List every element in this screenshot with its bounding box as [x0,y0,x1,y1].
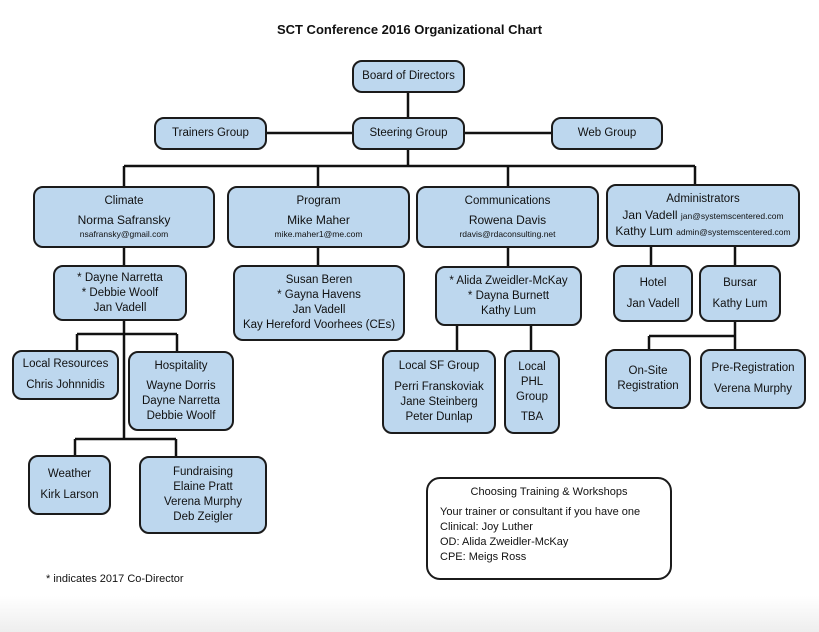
fundraising-member: Deb Zeigler [173,511,233,523]
weather-member: Kirk Larson [40,489,99,501]
climate-email[interactable]: nsafransky@gmail.com [79,229,169,239]
program-lead: Mike Maher [287,213,350,227]
program-team-member: * Gayna Havens [277,289,361,301]
bursar-header: Bursar [723,276,757,289]
climate-team-member: * Dayne Narretta [77,271,163,284]
climate-team-member: Jan Vadell [93,301,147,314]
local-sf-group-box[interactable]: Local SF Group Perri Franskoviak Jane St… [382,350,496,434]
fundraising-member: Verena Murphy [164,496,242,508]
board-label: Board of Directors [362,70,455,82]
weather-header: Weather [47,468,92,480]
program-email[interactable]: mike.maher1@me.com [274,229,363,239]
board-of-directors-box[interactable]: Board of Directors [352,60,465,93]
local-phl-header-line: Local [518,360,546,373]
admin-lead-2: Kathy Lum admin@systemscentered.com [615,224,790,240]
hotel-header: Hotel [639,276,667,289]
training-note-box: Choosing Training & Workshops Your train… [426,477,672,580]
communications-box[interactable]: Communications Rowena Davis rdavis@rdaco… [416,186,599,248]
chart-title: SCT Conference 2016 Organizational Chart [276,22,543,37]
program-team-member: Kay Hereford Voorhees (CEs) [242,319,396,331]
hospitality-member: Dayne Narretta [142,394,220,407]
communications-lead: Rowena Davis [468,213,547,227]
fundraising-member: Elaine Pratt [173,481,233,493]
climate-team-member: * Debbie Woolf [81,286,159,299]
training-note-line: OD: Alida Zweidler-McKay [440,536,569,548]
admin-lead-1: Jan Vadell jan@systemscentered.com [622,208,783,224]
fundraising-box[interactable]: Fundraising Elaine Pratt Verena Murphy D… [139,456,267,534]
hotel-member: Jan Vadell [626,297,680,310]
program-box[interactable]: Program Mike Maher mike.maher1@me.com [227,186,410,248]
bottom-shade [0,596,819,632]
bursar-box[interactable]: Bursar Kathy Lum [699,265,781,322]
trainers-group-box[interactable]: Trainers Group [154,117,267,150]
hospitality-header: Hospitality [154,359,208,372]
footnote: * indicates 2017 Co-Director [46,573,184,585]
local-phl-group-box[interactable]: Local PHL Group TBA [504,350,560,434]
steering-group-box[interactable]: Steering Group [352,117,465,150]
communications-email[interactable]: rdavis@rdaconsulting.net [459,229,556,239]
climate-box[interactable]: Climate Norma Safransky nsafransky@gmail… [33,186,215,248]
training-note-line: CPE: Meigs Ross [440,551,527,563]
local-phl-header-line: PHL [520,375,544,388]
comm-team-member: Kathy Lum [481,304,536,317]
onsite-header-line: On-Site [628,365,668,377]
onsite-registration-box[interactable]: On-Site Registration [605,349,691,409]
local-sf-header: Local SF Group [398,360,480,372]
communications-team-box[interactable]: * Alida Zweidler-McKay * Dayna Burnett K… [435,266,582,326]
local-resources-box[interactable]: Local Resources Chris Johnnidis [12,350,119,400]
local-sf-member: Perri Franskoviak [394,381,484,393]
hotel-box[interactable]: Hotel Jan Vadell [613,265,693,322]
weather-box[interactable]: Weather Kirk Larson [28,455,111,515]
training-note-line: Your trainer or consultant if you have o… [440,506,641,518]
hospitality-box[interactable]: Hospitality Wayne Dorris Dayne Narretta … [128,351,234,431]
steering-label: Steering Group [369,127,448,139]
communications-header: Communications [464,195,551,207]
local-sf-member: Jane Steinberg [400,396,478,408]
hospitality-member: Wayne Dorris [146,379,216,392]
training-note-header: Choosing Training & Workshops [470,486,628,498]
program-team-box[interactable]: Susan Beren * Gayna Havens Jan Vadell Ka… [233,265,405,341]
local-phl-member: TBA [520,410,544,423]
admin-lead-1-name: Jan Vadell [622,207,678,222]
training-note-line: Clinical: Joy Luther [440,521,533,533]
admin-lead-2-email[interactable]: admin@systemscentered.com [676,226,791,237]
local-resources-header: Local Resources [22,358,109,370]
fundraising-header: Fundraising [172,466,234,478]
local-phl-header-line: Group [516,390,548,403]
program-team-member: Susan Beren [285,274,353,286]
program-header: Program [296,195,341,207]
climate-header: Climate [104,195,144,207]
comm-team-member: * Alida Zweidler-McKay [449,274,568,287]
climate-team-box[interactable]: * Dayne Narretta * Debbie Woolf Jan Vade… [53,265,187,321]
web-label: Web Group [577,127,637,139]
administrators-header: Administrators [666,192,740,205]
onsite-header-line: Registration [617,380,679,392]
pre-registration-box[interactable]: Pre-Registration Verena Murphy [700,349,806,409]
prereg-member: Verena Murphy [714,383,792,395]
administrators-box[interactable]: Administrators Jan Vadell jan@systemscen… [606,184,800,247]
program-team-member: Jan Vadell [292,304,346,316]
comm-team-member: * Dayna Burnett [467,289,550,302]
admin-lead-1-email[interactable]: jan@systemscentered.com [680,210,784,221]
web-group-box[interactable]: Web Group [551,117,663,150]
prereg-header: Pre-Registration [711,362,795,374]
bursar-member: Kathy Lum [712,297,768,310]
trainers-label: Trainers Group [172,127,249,139]
climate-lead: Norma Safransky [77,213,171,227]
local-resources-member: Chris Johnnidis [26,379,105,391]
local-sf-member: Peter Dunlap [405,411,473,423]
hospitality-member: Debbie Woolf [146,409,216,422]
admin-lead-2-name: Kathy Lum [615,223,673,238]
